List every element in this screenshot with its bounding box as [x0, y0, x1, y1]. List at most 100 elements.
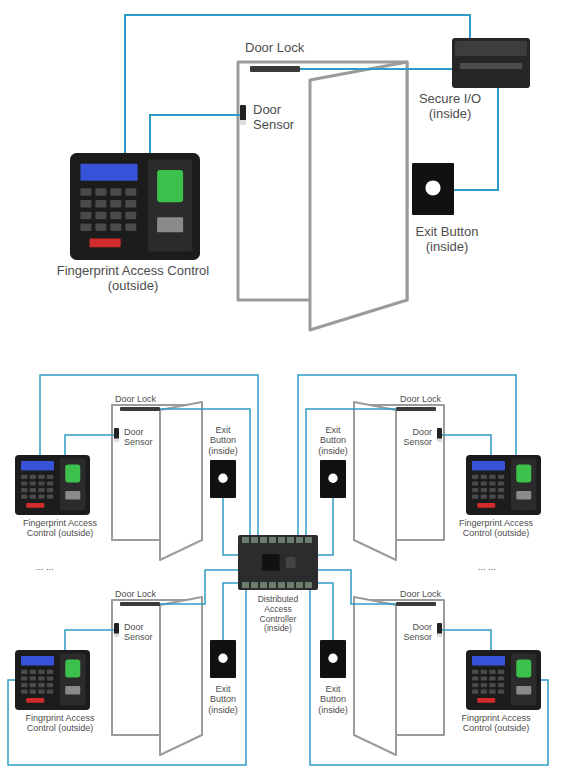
terminal-block: [287, 582, 294, 588]
exit-plate: [210, 460, 236, 498]
device-label: Fingerprint Access Control (outside): [12, 518, 108, 539]
keypad-key: [489, 676, 495, 680]
exit-push: [218, 474, 227, 483]
keypad-key: [498, 475, 504, 479]
io-terminals: [460, 63, 522, 69]
keypad-key: [110, 224, 121, 231]
io-device: Secure I/O (inside): [452, 38, 530, 88]
device-label: Door Sensor: [124, 622, 160, 643]
keypad-key: [481, 475, 487, 479]
wire: [306, 409, 396, 535]
io-art: [452, 38, 530, 88]
lock-device: Door Lock: [250, 66, 300, 72]
exit-push: [425, 180, 440, 195]
terminal-block: [278, 582, 285, 588]
card-area: [157, 217, 183, 232]
terminal-block: [278, 537, 285, 543]
terminal-block: [242, 537, 249, 543]
terminal-block: [296, 537, 303, 543]
reader-body: [466, 650, 541, 710]
keypad-key: [21, 670, 27, 674]
keypad-key: [498, 488, 504, 492]
keypad-key: [472, 481, 478, 485]
sensor-device: Door Sensor: [114, 428, 119, 442]
exit-art: [320, 640, 346, 678]
fingerprint-window: [157, 170, 183, 202]
exit-plate: [320, 460, 346, 498]
sensor-body: [437, 428, 442, 442]
keypad-key: [95, 212, 106, 219]
device-label: Door Sensor: [253, 103, 303, 133]
terminal-block: [251, 537, 258, 543]
lcd-screen: [80, 164, 137, 181]
wire: [65, 435, 114, 455]
lock-bar: [120, 407, 160, 411]
reader-art: [70, 153, 200, 260]
keypad-key: [481, 670, 487, 674]
device-label: Door Sensor: [124, 427, 160, 448]
exit-device: Exit Button (inside): [320, 640, 346, 678]
lock-art: [396, 602, 436, 606]
terminal-block: [305, 582, 312, 588]
device-label: Exit Button (inside): [313, 425, 353, 456]
ctrl-art: [238, 535, 318, 590]
keypad-key: [38, 488, 44, 492]
keypad-key: [481, 495, 487, 499]
device-label: Door Lock: [381, 394, 441, 404]
terminal-block: [251, 582, 258, 588]
exit-push: [328, 654, 337, 663]
door-leaf: [310, 62, 407, 330]
keypad-key: [472, 690, 478, 694]
device-label: Exit Button (inside): [313, 684, 353, 715]
lock-art: [396, 407, 436, 411]
keypad-key: [498, 683, 504, 687]
sensor-body: [114, 428, 119, 442]
sensor-device: Door Sensor: [240, 105, 246, 125]
wire: [223, 498, 238, 555]
wire: [160, 570, 238, 604]
device-label: Exit Button (inside): [203, 425, 243, 456]
keypad-key: [38, 690, 44, 694]
wire: [65, 630, 114, 650]
keypad-key: [47, 488, 53, 492]
controller-chip: [262, 554, 280, 571]
sensor-panel: [148, 159, 192, 251]
terminal-block: [260, 582, 267, 588]
keypad-key: [21, 495, 27, 499]
keypad-key: [80, 224, 91, 231]
reader-body: [466, 455, 541, 515]
lcd-screen: [21, 656, 54, 666]
terminal-block: [242, 582, 249, 588]
keypad-key: [498, 676, 504, 680]
keypad-key: [472, 676, 478, 680]
wire: [442, 630, 491, 650]
keypad-key: [489, 475, 495, 479]
keypad-key: [47, 690, 53, 694]
reader-body: [15, 650, 90, 710]
keypad-key: [125, 188, 136, 195]
terminal-block: [269, 582, 276, 588]
sensor-panel: [511, 459, 537, 511]
red-key: [90, 239, 121, 248]
io-box: [452, 38, 530, 88]
device-label: Door Lock: [115, 394, 175, 404]
keypad-key: [80, 188, 91, 195]
keypad-key: [80, 200, 91, 207]
keypad-key: [38, 481, 44, 485]
keypad-key: [110, 212, 121, 219]
keypad-key: [498, 670, 504, 674]
keypad-key: [47, 683, 53, 687]
keypad-key: [95, 188, 106, 195]
sensor-panel: [60, 654, 86, 706]
sensor-panel: [60, 459, 86, 511]
fingerprint-window: [65, 465, 80, 483]
lock-bar: [396, 407, 436, 411]
device-label: Door Sensor: [396, 427, 432, 448]
keypad-key: [21, 676, 27, 680]
keypad-key: [125, 200, 136, 207]
lcd-screen: [21, 461, 54, 471]
sensor-art: [240, 105, 246, 125]
keypad-key: [481, 488, 487, 492]
sensor-art: [437, 623, 442, 637]
sensor-tip: [437, 439, 442, 443]
